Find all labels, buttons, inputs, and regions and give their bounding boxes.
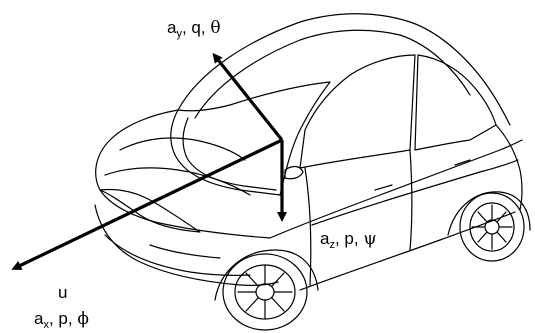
body-side (269, 139, 523, 239)
door-line-rear (409, 149, 413, 251)
z-axis-label-sub: z (329, 239, 335, 251)
x-axis-label-base: a (34, 309, 44, 328)
front-wheel-hub (255, 283, 275, 301)
side-sill (299, 211, 516, 291)
rear-wheel-rim (469, 202, 515, 252)
z-axis-label-base: a (320, 229, 330, 248)
y-axis-label-base: a (167, 18, 177, 37)
car-illustration (94, 13, 531, 331)
axes (11, 52, 287, 270)
car-roof (177, 13, 511, 126)
rear-wheel (459, 192, 525, 262)
x-axis-label-top: u (58, 284, 67, 301)
front-wheel (222, 253, 308, 331)
door-handle-rear (454, 159, 471, 166)
z-axis-label-rest: , p, (334, 229, 364, 248)
y-axis-label-symbol: θ (210, 18, 221, 38)
x-axis-label-symbol: ϕ (77, 309, 89, 329)
hood-crease-2 (104, 167, 251, 196)
side-stripe (311, 159, 519, 226)
x-axis-label-rest: , p, (48, 309, 78, 328)
rear-wheel-arch (447, 191, 531, 236)
headlight (99, 188, 201, 233)
y-axis-label-rest: , q, (181, 18, 211, 37)
rear-side-window (414, 54, 497, 151)
x-axis-u-label: u (58, 283, 68, 302)
z-axis-label-symbol: ψ (363, 229, 377, 249)
car-roof-inner (194, 29, 471, 119)
x-axis-arrow (11, 138, 283, 270)
windshield-inner (182, 117, 277, 191)
rear-quarter (495, 124, 523, 211)
front-wheel-arch (214, 249, 319, 301)
door-handle-front (374, 184, 393, 191)
door-line-front (304, 167, 312, 286)
hood-crease-1 (119, 137, 246, 161)
side-mirror (284, 165, 304, 180)
windshield (170, 81, 331, 196)
front-wheel-rim (234, 264, 296, 320)
grille (149, 244, 221, 259)
front-bumper-lower (104, 234, 251, 276)
z-axis-label: az, p, ψ (320, 230, 377, 251)
front-side-window (299, 54, 416, 169)
y-axis-arrow (212, 52, 284, 141)
y-axis-label: ay, q, θ (167, 19, 221, 40)
x-axis-label: ax, p, ϕ (34, 310, 89, 331)
y-axis-label-sub: y (176, 28, 182, 40)
hood (95, 109, 271, 239)
x-axis-label-sub: x (43, 319, 49, 331)
